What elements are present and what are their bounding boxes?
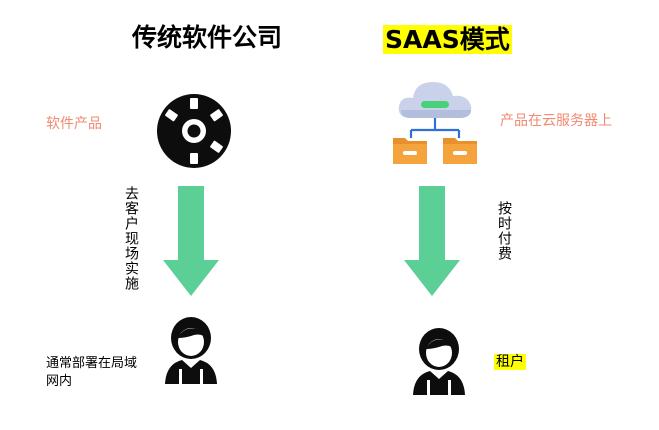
left-user-label: 通常部署在局域网内 — [46, 356, 138, 389]
right-title-highlight: SAAS模式 — [383, 25, 512, 54]
user-icon — [413, 328, 465, 395]
right-title: SAAS模式 — [383, 23, 512, 57]
left-title: 传统软件公司 — [132, 23, 283, 52]
left-product-label: 软件产品 — [46, 116, 102, 132]
right-arrow-label: 按时付费 — [496, 201, 512, 261]
disc-icon — [157, 94, 231, 168]
user-icon — [165, 317, 217, 384]
cloud-server-icon — [393, 82, 477, 164]
right-user-label: 租户 — [494, 352, 526, 372]
left-arrow-label: 去客户现场实施 — [123, 186, 139, 291]
right-product-label: 产品在云服务器上 — [500, 113, 612, 129]
right-down-arrow — [404, 186, 460, 296]
left-down-arrow — [163, 186, 219, 296]
tenant-highlight: 租户 — [494, 354, 526, 370]
